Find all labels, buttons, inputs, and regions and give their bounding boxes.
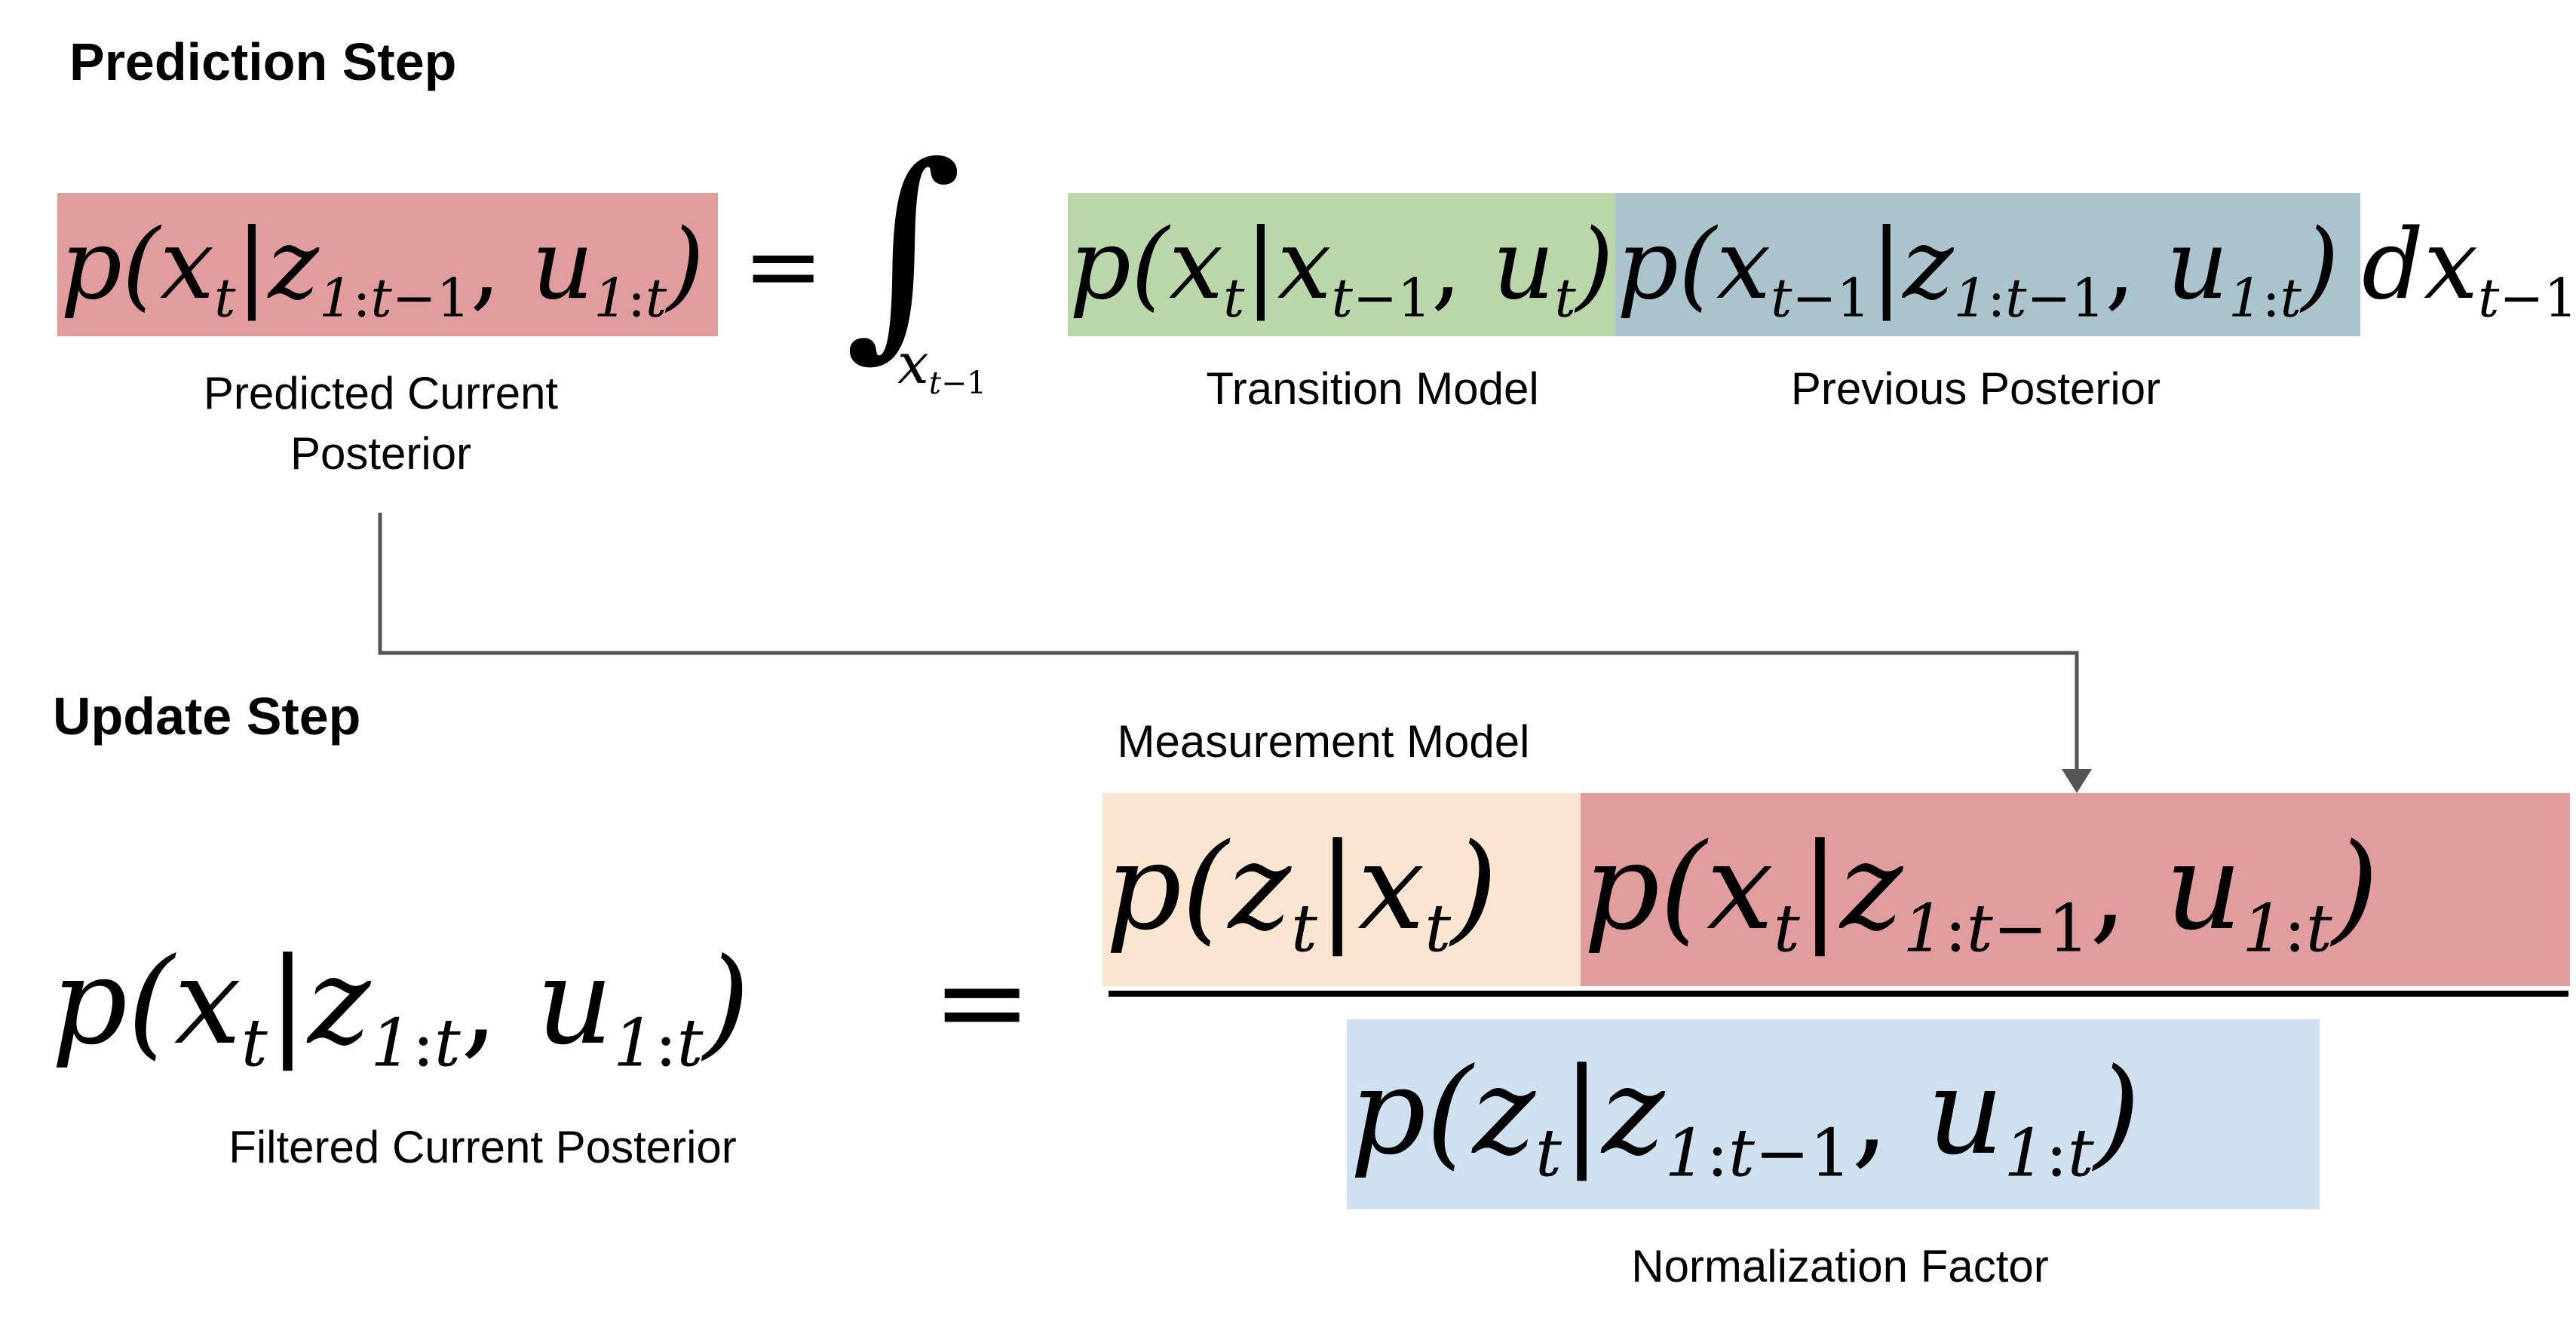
previous-posterior-label: Previous Posterior	[1790, 363, 2161, 414]
equals-sign-update: =	[932, 933, 1032, 1071]
filtered-current-posterior-label: Filtered Current Posterior	[228, 1122, 737, 1172]
previous-posterior-box	[1615, 193, 2360, 336]
normalization-factor-label: Normalization Factor	[1631, 1241, 2049, 1291]
transition-model-box	[1068, 193, 1615, 336]
filtered-current-posterior-term: p(xt|z1:t, u1:t)	[51, 933, 750, 1082]
predicted-current-posterior-label: Predicted Current Posterior	[203, 368, 559, 479]
update-step-heading: Update Step	[53, 687, 361, 746]
transition-model-term: p(xt|xt−1, ut)	[1069, 209, 1614, 329]
measurement-model-label: Measurement Model	[1117, 716, 1530, 767]
differential-term: dxt−1	[2362, 209, 2576, 329]
normalization-factor-box	[1347, 1019, 2320, 1209]
integral-sign: ∫	[845, 117, 963, 380]
predicted-posterior-numerator-term: p(xt|z1:t−1, u1:t)	[1584, 818, 2379, 967]
prediction-step-heading: Prediction Step	[69, 32, 457, 91]
integral-variable: xt−1	[897, 332, 987, 402]
transition-model-label: Transition Model	[1206, 363, 1539, 414]
predicted-posterior-box	[57, 193, 718, 336]
previous-posterior-term: p(xt−1|z1:t−1, u1:t)	[1617, 209, 2339, 329]
measurement-model-box	[1102, 793, 1581, 986]
equals-sign-prediction: =	[743, 210, 824, 323]
normalization-factor-term: p(zt|z1:t−1, u1:t)	[1350, 1043, 2141, 1192]
measurement-model-term: p(zt|xt)	[1106, 818, 1498, 967]
predicted-posterior-numerator-box	[1581, 793, 2570, 986]
fraction-bar	[1109, 991, 2568, 997]
predicted-current-posterior-term: p(xt|z1:t−1, u1:t)	[60, 209, 705, 329]
